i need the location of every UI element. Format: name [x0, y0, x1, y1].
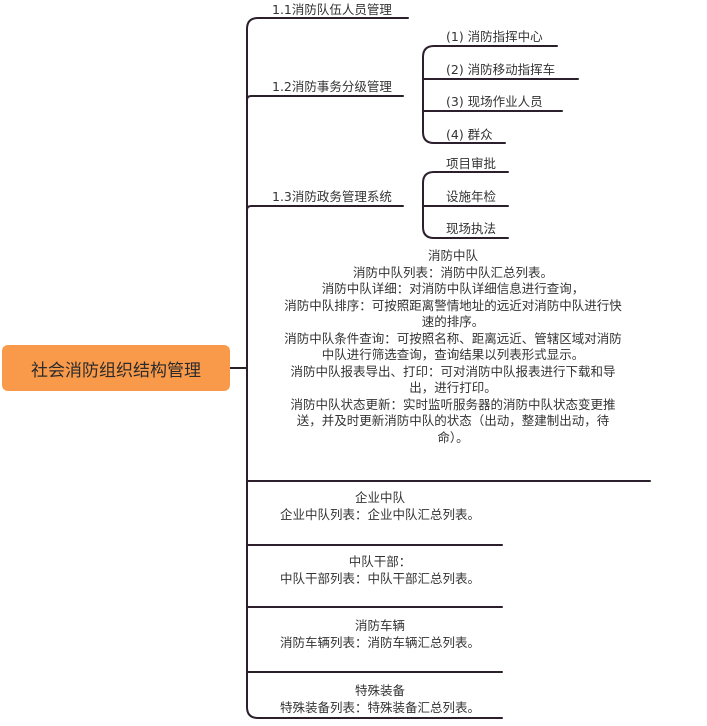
fire-squad-line: 中队进行筛选查询，查询结果以列表形式显示。: [321, 347, 585, 362]
branch-1-2-child-4[interactable]: (4) 群众: [446, 127, 493, 142]
fire-vehicle-node[interactable]: 消防车辆 消防车辆列表：消防车辆汇总列表。: [256, 618, 504, 651]
fire-squad-title: 消防中队: [427, 248, 478, 263]
branch-1-3-child-3[interactable]: 现场执法: [446, 221, 497, 236]
connector-1-2-children: [422, 45, 435, 144]
branch-1-3-child-1[interactable]: 项目审批: [446, 156, 497, 171]
connector-1-3: [246, 205, 404, 211]
connector-1-2: [246, 95, 404, 101]
branch-1-2-child-1[interactable]: (1) 消防指挥中心: [446, 29, 543, 44]
branch-1-3-child-2[interactable]: 设施年检: [446, 189, 497, 204]
fire-vehicle-line: 消防车辆列表：消防车辆汇总列表。: [279, 634, 480, 650]
fire-squad-line: 消防中队状态更新：实时监听服务器的消防中队状态变更推: [290, 396, 616, 412]
fire-squad-node[interactable]: 消防中队 消防中队列表：消防中队汇总列表。 消防中队详细：对消防中队详细信息进行…: [258, 248, 648, 446]
branch-1-1-label[interactable]: 1.1消防队伍人员管理: [272, 2, 392, 17]
root-label: 社会消防组织结构管理: [31, 360, 201, 381]
branch-1-2-child-2[interactable]: (2) 消防移动指挥车: [446, 62, 556, 77]
root-node[interactable]: 社会消防组织结构管理: [2, 345, 230, 391]
fire-squad-line: 送，并及时更新消防中队的状态（出动，整建制出动，待: [296, 413, 610, 428]
branch-1-2-child-3[interactable]: (3) 现场作业人员: [446, 94, 543, 109]
enterprise-squad-title: 企业中队: [354, 490, 405, 505]
branch-1-3-label[interactable]: 1.3消防政务管理系统: [272, 189, 392, 204]
main-trunk: [246, 17, 259, 719]
special-equipment-title: 特殊装备: [354, 683, 405, 698]
fire-squad-line: 消防中队列表：消防中队汇总列表。: [352, 264, 553, 280]
fire-vehicle-title: 消防车辆: [354, 618, 405, 633]
squad-cadre-node[interactable]: 中队干部： 中队干部列表：中队干部汇总列表。: [256, 554, 504, 587]
enterprise-squad-node[interactable]: 企业中队 企业中队列表：企业中队汇总列表。: [256, 490, 504, 523]
squad-cadre-line: 中队干部列表：中队干部汇总列表。: [279, 570, 480, 586]
fire-squad-line: 速的排序。: [421, 314, 485, 329]
special-equipment-line: 特殊装备列表：特殊装备汇总列表。: [279, 699, 480, 715]
fire-squad-line: 消防中队详细：对消防中队详细信息进行查询，: [321, 281, 585, 296]
fire-squad-line: 消防中队条件查询：可按照名称、距离远近、管辖区域对消防: [284, 330, 622, 346]
enterprise-squad-line: 企业中队列表：企业中队汇总列表。: [279, 506, 480, 522]
fire-squad-line: 消防中队排序：可按照距离警情地址的远近对消防中队进行快: [284, 297, 622, 313]
special-equipment-node[interactable]: 特殊装备 特殊装备列表：特殊装备汇总列表。: [256, 683, 504, 716]
squad-cadre-title: 中队干部：: [348, 554, 412, 569]
fire-squad-line: 消防中队报表导出、打印：可对消防中队报表进行下载和导: [290, 363, 616, 379]
fire-squad-line: 出，进行打印。: [409, 380, 497, 395]
fire-squad-line: 命）。: [437, 429, 469, 445]
branch-1-2-label[interactable]: 1.2消防事务分级管理: [272, 79, 392, 94]
